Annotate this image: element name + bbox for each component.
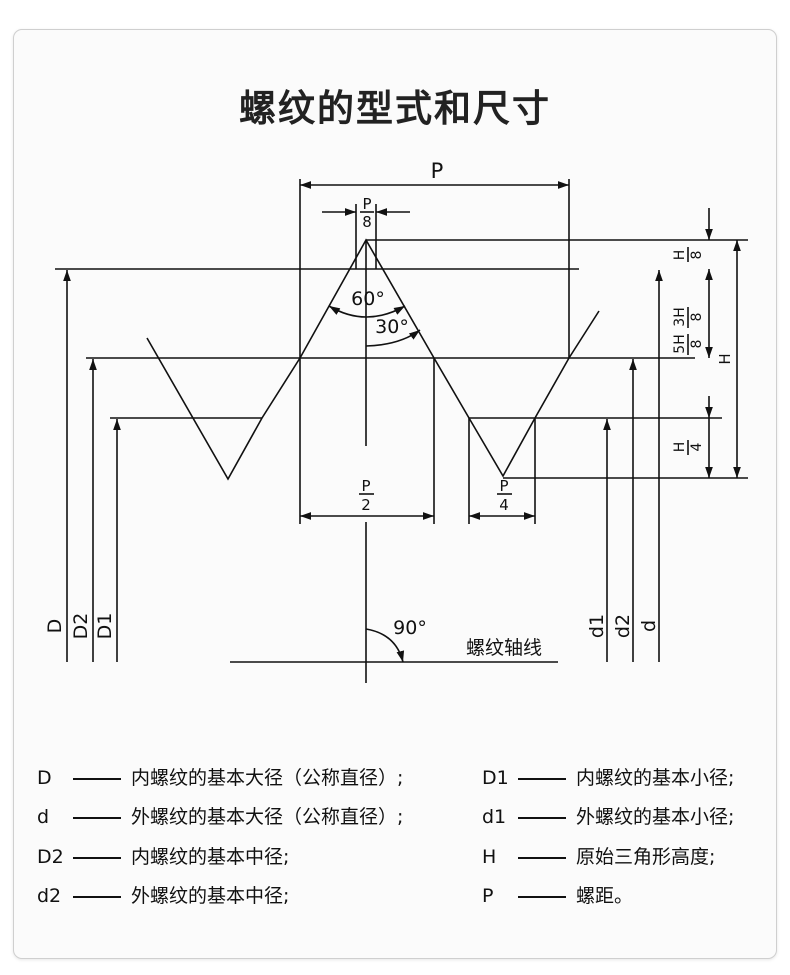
label-h4-num: H: [672, 442, 688, 453]
label-5h8-den: 8: [689, 340, 705, 349]
label-p8-den: 8: [362, 213, 372, 231]
legend-item: d1 外螺纹的基本小径;: [482, 804, 772, 830]
legend-dash: [518, 896, 566, 898]
legend-dash: [73, 857, 121, 859]
legend-item: D 内螺纹的基本大径（公称直径）;: [37, 765, 437, 791]
legend-description: 原始三角形高度;: [576, 846, 716, 868]
legend-description: 外螺纹的基本小径;: [576, 806, 735, 828]
angle-60-arc: [328, 305, 406, 318]
label-H: H: [716, 353, 734, 364]
label-p4-den: 4: [499, 496, 509, 514]
label-angle-60: 60°: [351, 288, 385, 310]
label-angle-30: 30°: [375, 316, 409, 338]
label-angle-90: 90°: [393, 617, 427, 639]
angle-30-arc: [365, 329, 421, 347]
angle-90-arc: [365, 628, 405, 663]
legend-dash: [518, 857, 566, 859]
legend-item: P 螺距。: [482, 883, 772, 909]
legend-dash: [518, 817, 566, 819]
label-3h8-den: 8: [689, 313, 705, 322]
legend-symbol: d: [37, 806, 50, 828]
label-axis: 螺纹轴线: [466, 637, 542, 659]
legend-item: H 原始三角形高度;: [482, 844, 772, 870]
legend-dash: [73, 778, 121, 780]
label-h4-den: 4: [689, 442, 705, 451]
label-p2-den: 2: [361, 496, 371, 514]
label-h8-num: H: [672, 250, 688, 261]
label-h8-den: 8: [689, 251, 705, 260]
legend-dash: [73, 817, 121, 819]
label-d: d: [638, 620, 660, 632]
legend-item: D2 内螺纹的基本中径;: [37, 844, 437, 870]
label-D: D: [44, 619, 66, 634]
label-d1: d1: [586, 614, 608, 638]
label-5h8-num: 5H: [672, 334, 688, 353]
legend-description: 外螺纹的基本中径;: [131, 885, 290, 907]
legend-description: 外螺纹的基本大径（公称直径）;: [131, 806, 404, 828]
thread-profile: [146, 238, 600, 481]
label-d2: d2: [612, 614, 634, 638]
legend-description: 内螺纹的基本中径;: [131, 846, 290, 868]
legend-dash: [73, 896, 121, 898]
label-p8-num: P: [362, 195, 371, 213]
legend-description: 内螺纹的基本大径（公称直径）;: [131, 767, 404, 789]
label-D1: D1: [94, 613, 116, 640]
legend-item: d 外螺纹的基本大径（公称直径）;: [37, 804, 437, 830]
legend-description: 内螺纹的基本小径;: [576, 767, 735, 789]
label-pitch: P: [431, 159, 444, 183]
legend-symbol: D1: [482, 767, 509, 789]
legend-item: d2 外螺纹的基本中径;: [37, 883, 437, 909]
page-title: 螺纹的型式和尺寸: [239, 87, 551, 130]
legend-item: D1 内螺纹的基本小径;: [482, 765, 772, 791]
legend-symbol: d2: [37, 885, 62, 907]
label-p4-num: P: [499, 477, 508, 495]
legend-symbol: d1: [482, 806, 507, 828]
legend-symbol: D2: [37, 846, 64, 868]
legend-symbol: P: [482, 885, 494, 907]
legend-description: 螺距。: [576, 885, 634, 907]
legend-symbol: D: [37, 767, 52, 789]
label-p2-num: P: [361, 477, 370, 495]
legend-symbol: H: [482, 846, 497, 868]
label-3h8-num: 3H: [672, 307, 688, 326]
legend-dash: [518, 778, 566, 780]
label-D2: D2: [70, 613, 92, 640]
